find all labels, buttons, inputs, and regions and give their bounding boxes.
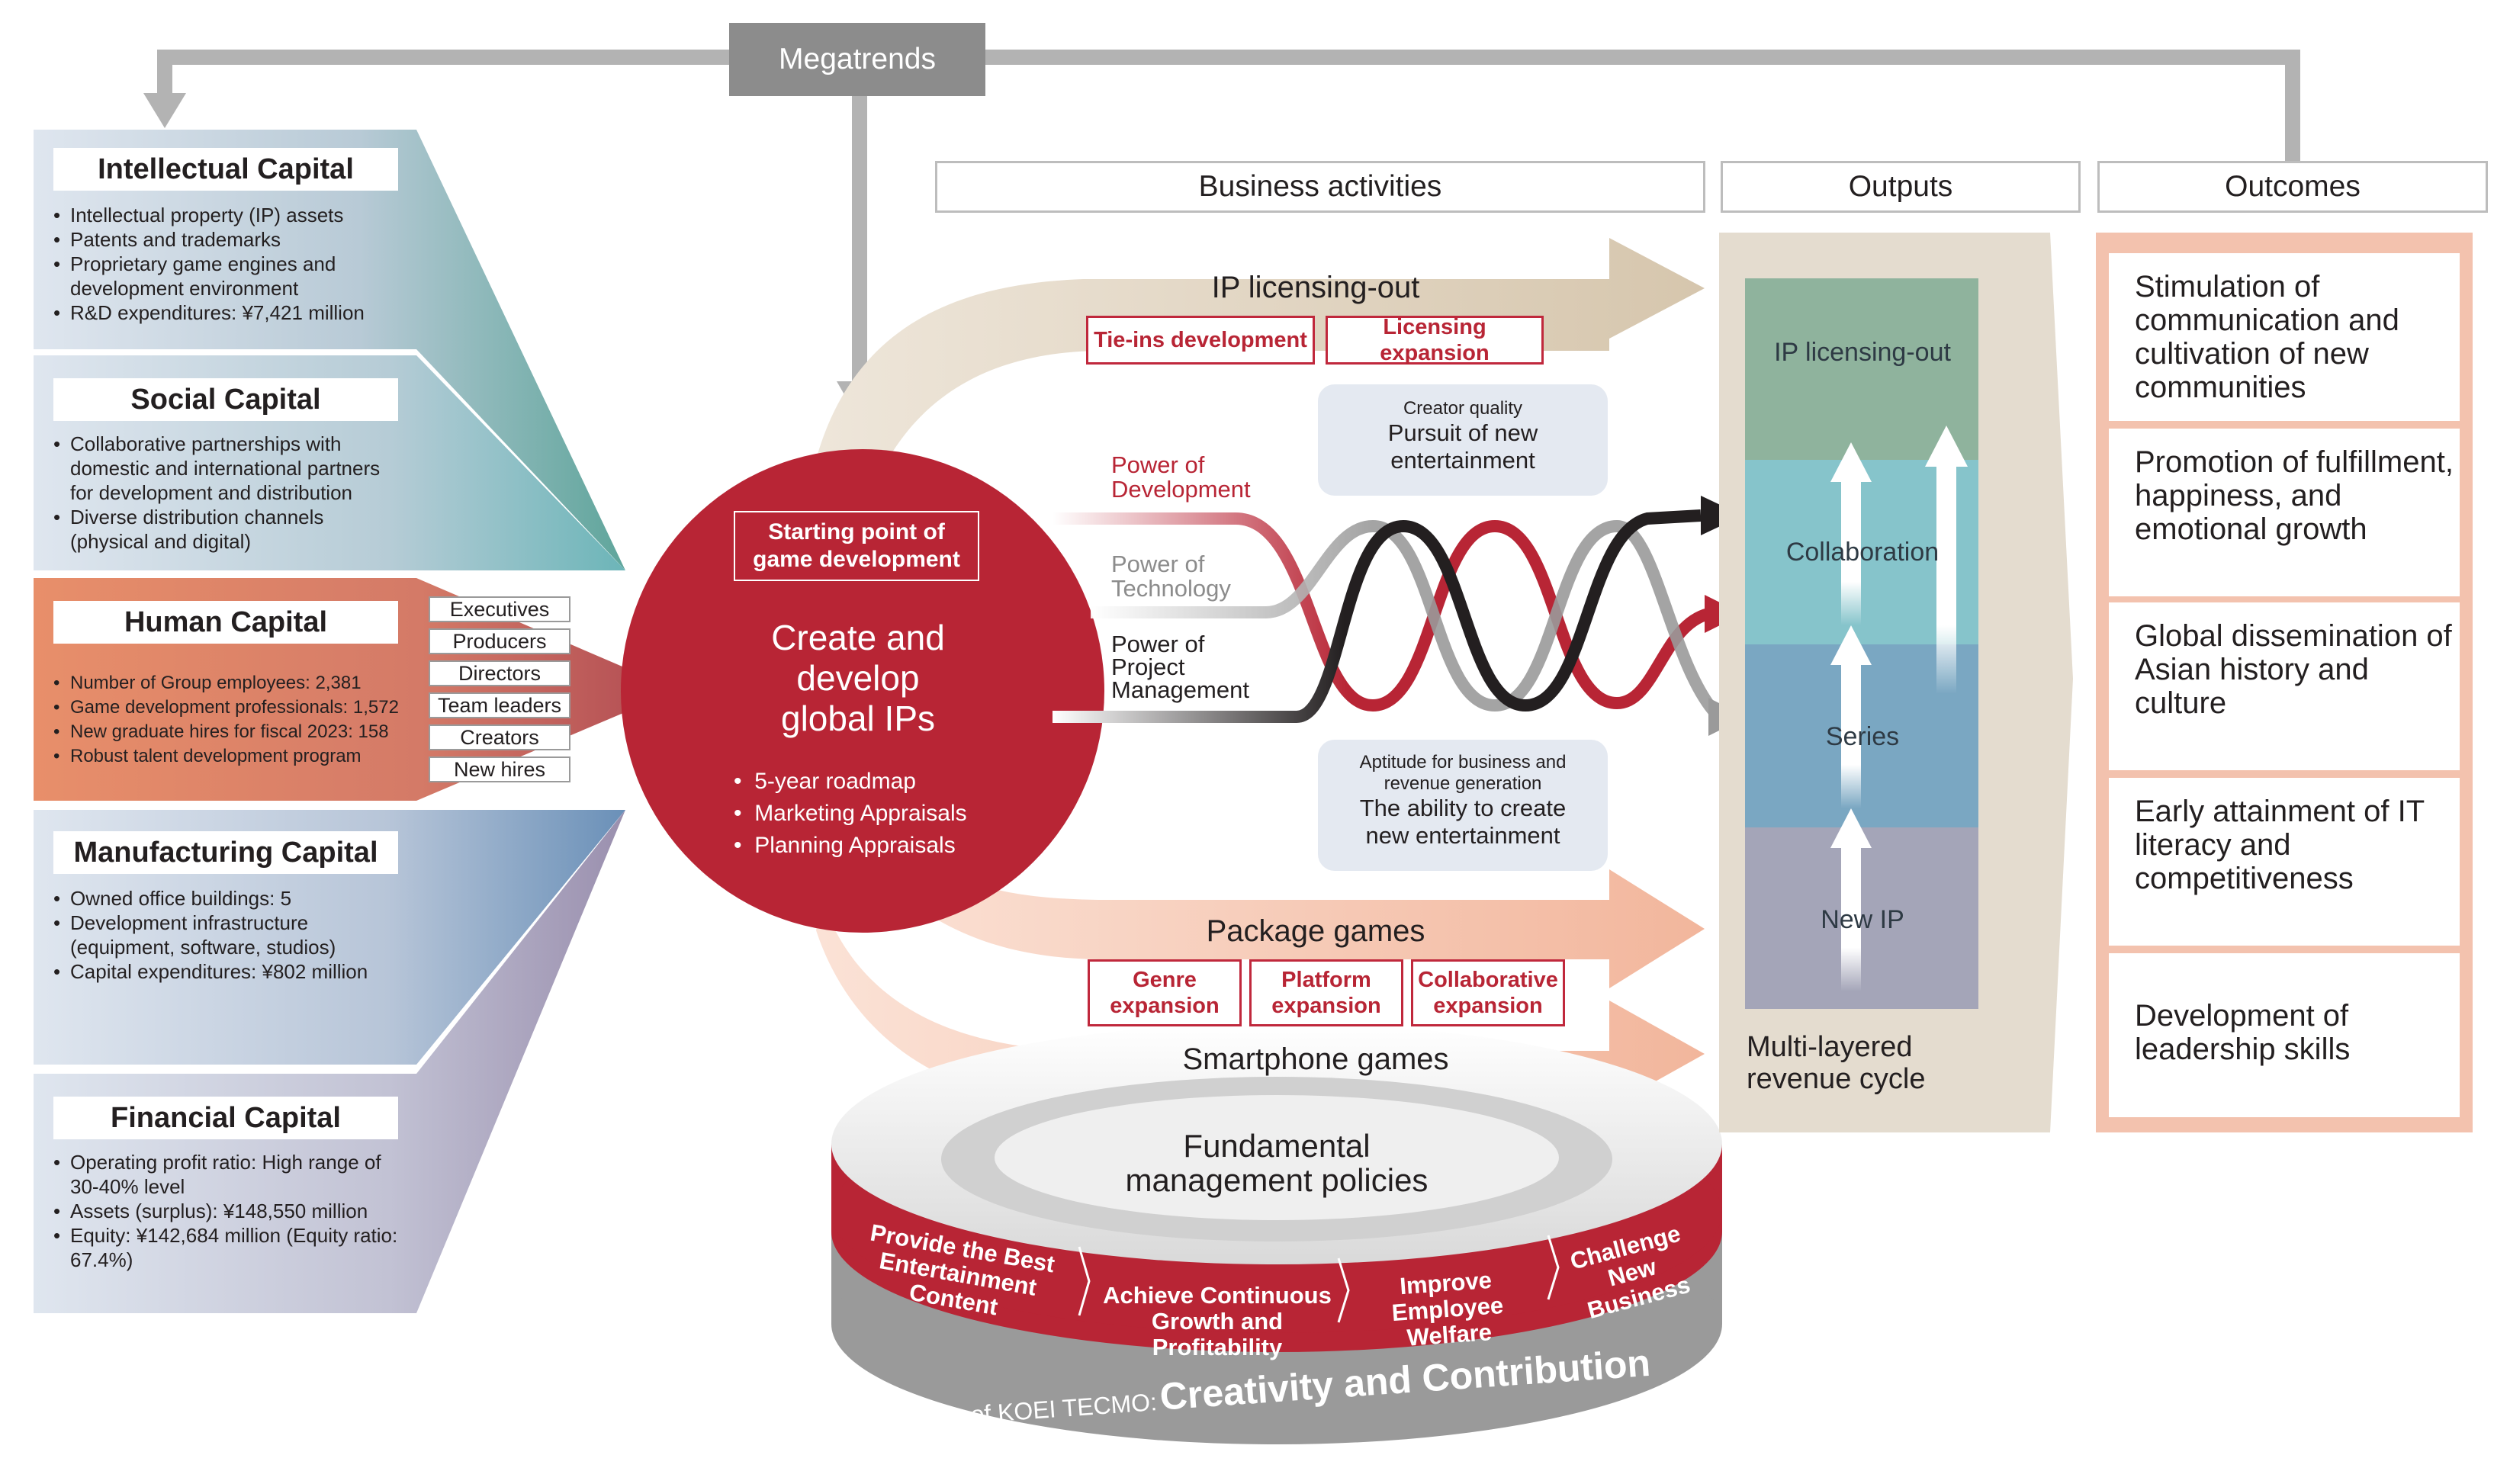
manufacturing-capital-panel: Manufacturing Capital Owned office build… xyxy=(34,810,416,1065)
policy-employee-welfare: Improve Employee Welfare xyxy=(1390,1266,1505,1351)
header-outcomes: Outcomes xyxy=(2097,161,2488,213)
financial-capital-panel: Financial Capital Operating profit ratio… xyxy=(34,1074,416,1313)
outcome-it-literacy: Early attainment of IT literacy and comp… xyxy=(2109,778,2460,946)
megatrends-label: Megatrends xyxy=(779,43,936,75)
capital-item: R&D expenditures: ¥7,421 million xyxy=(53,300,404,325)
social-capital-panel: Social Capital Collaborative partnership… xyxy=(34,355,416,570)
power-project-label: Power of Project Management xyxy=(1111,631,1249,703)
center-bullet: • Planning Appraisals xyxy=(734,833,956,858)
capital-item: Patents and trademarks xyxy=(53,227,404,252)
tag-tie-ins-development: Tie-ins development xyxy=(1086,316,1315,365)
role-new-hires: New hires xyxy=(429,756,570,782)
capital-list: Number of Group employees: 2,381 Game de… xyxy=(53,671,435,769)
outcome-leadership: Development of leadership skills xyxy=(2109,953,2460,1117)
tag-genre-expansion: Genre expansion xyxy=(1088,959,1242,1026)
tag-collaborative-expansion: Collaborative expansion xyxy=(1411,959,1565,1026)
capital-item: Number of Group employees: 2,381 xyxy=(53,671,435,695)
bubble-main-text: The ability to create new entertainment xyxy=(1359,795,1567,849)
center-bullets: • 5-year roadmap • Marketing Appraisals … xyxy=(734,766,967,862)
tag-licensing-expansion: Licensing expansion xyxy=(1326,315,1544,365)
smartphone-games-label: Smartphone games xyxy=(1182,1042,1449,1076)
header-business-activities: Business activities xyxy=(935,161,1705,213)
policy-continuous-growth: Achieve Continuous Growth and Profitabil… xyxy=(1103,1282,1332,1360)
starting-point-box: Starting point of game development xyxy=(734,511,979,581)
package-games-label: Package games xyxy=(1206,914,1425,948)
capital-item: Assets (surplus): ¥148,550 million xyxy=(53,1199,404,1223)
capital-title: Financial Capital xyxy=(53,1097,398,1139)
capital-item: Development infrastructure (equipment, s… xyxy=(53,911,404,959)
ip-licensing-label: IP licensing-out xyxy=(1211,271,1420,304)
output-series: Series xyxy=(1825,722,1900,751)
role-producers: Producers xyxy=(429,628,570,654)
capital-item: Owned office buildings: 5 xyxy=(53,886,404,911)
starting-point-label: Starting point of game development xyxy=(753,519,960,572)
role-team-leaders: Team leaders xyxy=(429,692,570,718)
center-main-text: Create and develop global IPs xyxy=(771,618,945,738)
capital-title: Human Capital xyxy=(53,601,398,644)
capital-list: Collaborative partnerships with domestic… xyxy=(53,432,404,554)
output-new-ip: New IP xyxy=(1821,905,1904,934)
outcome-asian-history: Global dissemination of Asian history an… xyxy=(2109,602,2460,770)
capital-list: Operating profit ratio: High range of 30… xyxy=(53,1150,404,1272)
role-creators: Creators xyxy=(429,724,570,750)
revenue-cycle-label: Multi-layered revenue cycle xyxy=(1747,1031,1926,1095)
human-capital-panel: Human Capital Number of Group employees:… xyxy=(34,578,416,801)
role-directors: Directors xyxy=(429,660,570,686)
output-collaboration: Collaboration xyxy=(1785,538,1940,567)
bubble-small-text: Aptitude for business and revenue genera… xyxy=(1359,752,1567,794)
tag-platform-expansion: Platform expansion xyxy=(1249,959,1403,1026)
center-bullet-text: 5-year roadmap xyxy=(754,769,916,794)
center-bullet: • 5-year roadmap xyxy=(734,769,916,794)
role-executives: Executives xyxy=(429,596,570,622)
header-outputs: Outputs xyxy=(1721,161,2081,213)
fundamental-policies-label: Fundamental management policies xyxy=(1125,1128,1429,1198)
capital-item: Operating profit ratio: High range of 30… xyxy=(53,1150,404,1199)
power-development-label: Power of Development xyxy=(1111,451,1251,503)
output-ip-licensing: IP licensing-out xyxy=(1774,338,1951,367)
capital-item: Collaborative partnerships with domestic… xyxy=(53,432,404,505)
center-bullet-text: Planning Appraisals xyxy=(754,833,956,858)
capital-item: Diverse distribution channels (physical … xyxy=(53,505,404,554)
creator-quality-bubble: Creator quality Pursuit of new entertain… xyxy=(1318,384,1608,496)
capital-item: Robust talent development program xyxy=(53,744,435,769)
center-bullet-text: Marketing Appraisals xyxy=(754,801,967,826)
center-bullet: • Marketing Appraisals xyxy=(734,801,967,826)
capital-list: Owned office buildings: 5 Development in… xyxy=(53,886,404,984)
capital-title: Social Capital xyxy=(53,378,398,421)
bubble-small-text: Creator quality xyxy=(1403,398,1523,419)
capital-title: Intellectual Capital xyxy=(53,148,398,191)
aptitude-bubble: Aptitude for business and revenue genera… xyxy=(1318,740,1608,871)
megatrends-box: Megatrends xyxy=(729,23,985,96)
capital-item: Capital expenditures: ¥802 million xyxy=(53,959,404,984)
capital-list: Intellectual property (IP) assets Patent… xyxy=(53,203,404,325)
outcome-communication: Stimulation of communication and cultiva… xyxy=(2109,253,2460,421)
capital-item: Equity: ¥142,684 million (Equity ratio: … xyxy=(53,1223,404,1272)
outcome-fulfillment: Promotion of fulfillment, happiness, and… xyxy=(2109,429,2460,596)
intellectual-capital-panel: Intellectual Capital Intellectual proper… xyxy=(34,130,416,349)
power-technology-label: Power of Technology xyxy=(1111,551,1231,602)
capital-title: Manufacturing Capital xyxy=(53,831,398,874)
capital-item: Proprietary game engines and development… xyxy=(53,252,404,300)
capital-item: Game development professionals: 1,572 xyxy=(53,695,435,720)
capital-item: Intellectual property (IP) assets xyxy=(53,203,404,227)
capital-item: New graduate hires for fiscal 2023: 158 xyxy=(53,720,435,744)
bubble-main-text: Pursuit of new entertainment xyxy=(1387,419,1538,474)
